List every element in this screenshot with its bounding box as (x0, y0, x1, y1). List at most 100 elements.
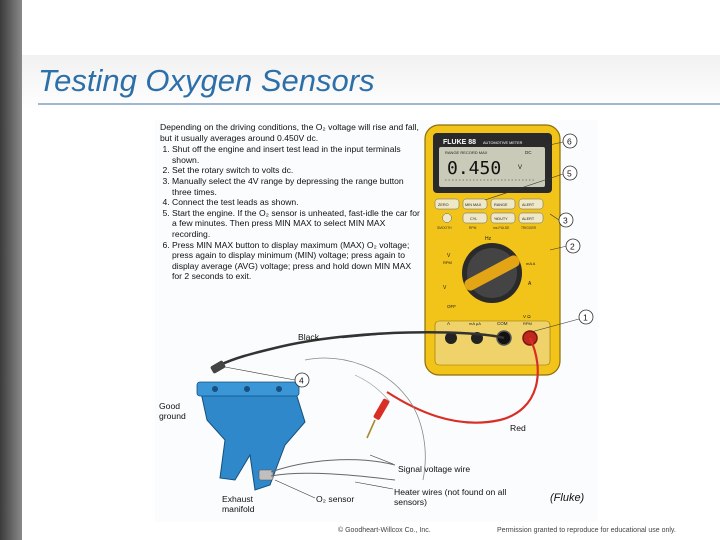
lcd-dc: DC (525, 150, 532, 155)
dial-label-v: V (447, 253, 451, 259)
dial-pointer (464, 255, 520, 291)
alert2-button-label: ALERT (522, 217, 535, 221)
min-max-button-label: MIN MAX (465, 203, 482, 207)
black-lead (219, 331, 505, 367)
meter-brand: FLUKE 88 (443, 139, 476, 146)
sensor-wires (270, 459, 396, 473)
step-item: Connect the test leads as shown. (172, 197, 422, 208)
callout-5: 5 (484, 165, 578, 201)
side-bar (0, 0, 22, 540)
trigger-label: TRIGGER (521, 226, 537, 230)
step-item: Manually select the 4V range by depressi… (172, 176, 422, 197)
callout-4: 4 (294, 372, 310, 388)
heater-leader (354, 481, 394, 490)
svg-text:1: 1 (583, 313, 588, 323)
svg-text:2: 2 (570, 242, 575, 252)
heater-wires (270, 472, 396, 481)
ms-pulse-label: ms-PULSE (493, 226, 510, 230)
jack-label-a: A (447, 321, 450, 326)
instruction-text: Depending on the driving conditions, the… (160, 122, 422, 282)
dial-label-rpm: RPM (443, 260, 452, 265)
exhaust-manifold (196, 381, 306, 491)
slide-title: Testing Oxygen Sensors (38, 63, 375, 98)
cyl-button-label: CYL (470, 217, 477, 221)
sub-labels: SMOOTH RPM ms-PULSE TRIGGER (437, 226, 537, 230)
manifold-bolt-1 (212, 386, 218, 392)
label-o2-sensor: O₂ sensor (316, 494, 355, 504)
lcd-header: RANGE RECORD MAX (445, 150, 488, 155)
jack-label-v: V Ω (523, 314, 531, 319)
alert-button (518, 198, 544, 210)
red-lead (386, 337, 539, 424)
engine-outline (304, 357, 426, 481)
smooth-button (442, 213, 452, 223)
rotary-dial: Hz V RPM V OFF mA A A (443, 236, 536, 309)
duty-button (490, 212, 516, 224)
label-heater-wires: Heater wires (not found on all sensors) (394, 487, 507, 507)
callout4-leader (224, 366, 296, 381)
smooth-label: SMOOTH (437, 226, 452, 230)
jack-label-com: COM (497, 321, 508, 326)
red-probe (373, 398, 390, 420)
manifold-bolt-3 (276, 386, 282, 392)
dial-label-a: A (528, 281, 532, 287)
step-item: Set the rotary switch to volts dc. (172, 165, 422, 176)
alert2-button (518, 212, 544, 224)
step-item: Press MIN MAX button to display maximum … (172, 240, 422, 282)
dial-label-v2: V (443, 285, 447, 291)
o2-sensor-body (258, 469, 274, 481)
signal-leader (369, 454, 394, 465)
black-leader (341, 331, 408, 339)
title-band (22, 55, 720, 111)
multimeter: FLUKE 88 AUTOMOTIVE METER RANGE RECORD M… (424, 124, 561, 376)
footer-permission: Permission granted to reproduce for educ… (497, 527, 676, 534)
instruction-intro: Depending on the driving conditions, the… (160, 122, 419, 143)
svg-text:3: 3 (563, 216, 568, 226)
manifold-bolt-2 (244, 386, 250, 392)
callout-6: 6 (544, 133, 578, 149)
svg-text:4: 4 (299, 376, 304, 386)
jack-a (445, 332, 457, 344)
label-red: Red (510, 423, 526, 433)
multimeter-figure: FLUKE 88 AUTOMOTIVE METER RANGE RECORD M… (155, 120, 598, 522)
min-max-button (462, 198, 488, 210)
jack-label-rpm: RPM (523, 321, 532, 326)
manifold-body (199, 387, 306, 491)
step-item: Shut off the engine and insert test lead… (172, 144, 422, 165)
svg-text:6: 6 (567, 137, 572, 147)
duty-button-label: %DUTY (494, 217, 508, 221)
instruction-steps: Shut off the engine and insert test lead… (160, 144, 422, 282)
svg-text:5: 5 (567, 169, 572, 179)
button-row-2: CYL %DUTY ALERT (442, 212, 544, 224)
engine-detail (354, 374, 391, 403)
ground-clip (210, 360, 226, 374)
cyl-button (462, 212, 488, 224)
range-button (490, 198, 516, 210)
label-good-ground: Good ground (159, 401, 186, 421)
label-signal-wire: Signal voltage wire (398, 464, 471, 474)
image-credit: (Fluke) (550, 492, 585, 504)
lcd-volt-unit: V (518, 165, 522, 171)
dial-label-off: OFF (447, 304, 456, 309)
step-item: Start the engine. If the O₂ sensor is un… (172, 208, 422, 240)
dial-label-ma: mA A (526, 261, 536, 266)
callout-2: 2 (549, 238, 581, 254)
alert-button-label: ALERT (522, 203, 535, 207)
probe-tip (366, 419, 376, 439)
zero-button-label: ZERO (438, 203, 449, 207)
lcd-reading: 0.450 (447, 158, 501, 179)
callout-3: 3 (549, 212, 574, 228)
range-button-label: RANGE (494, 203, 508, 207)
callout-1: 1 (530, 309, 594, 333)
jack-label-ma: mA µA (469, 321, 481, 326)
footer-copyright: © Goodheart-Willcox Co., Inc. (338, 527, 431, 534)
o2-leader (274, 479, 316, 499)
label-black: Black (298, 332, 320, 342)
lcd-display (439, 147, 545, 187)
zero-button (434, 198, 460, 210)
label-exhaust-manifold: Exhaust manifold (222, 494, 255, 514)
dial-hz-label: Hz (485, 236, 492, 242)
meter-subtitle: AUTOMOTIVE METER (483, 141, 523, 145)
button-row-1: ZERO MIN MAX RANGE ALERT (434, 198, 544, 210)
title-rule (38, 103, 720, 105)
